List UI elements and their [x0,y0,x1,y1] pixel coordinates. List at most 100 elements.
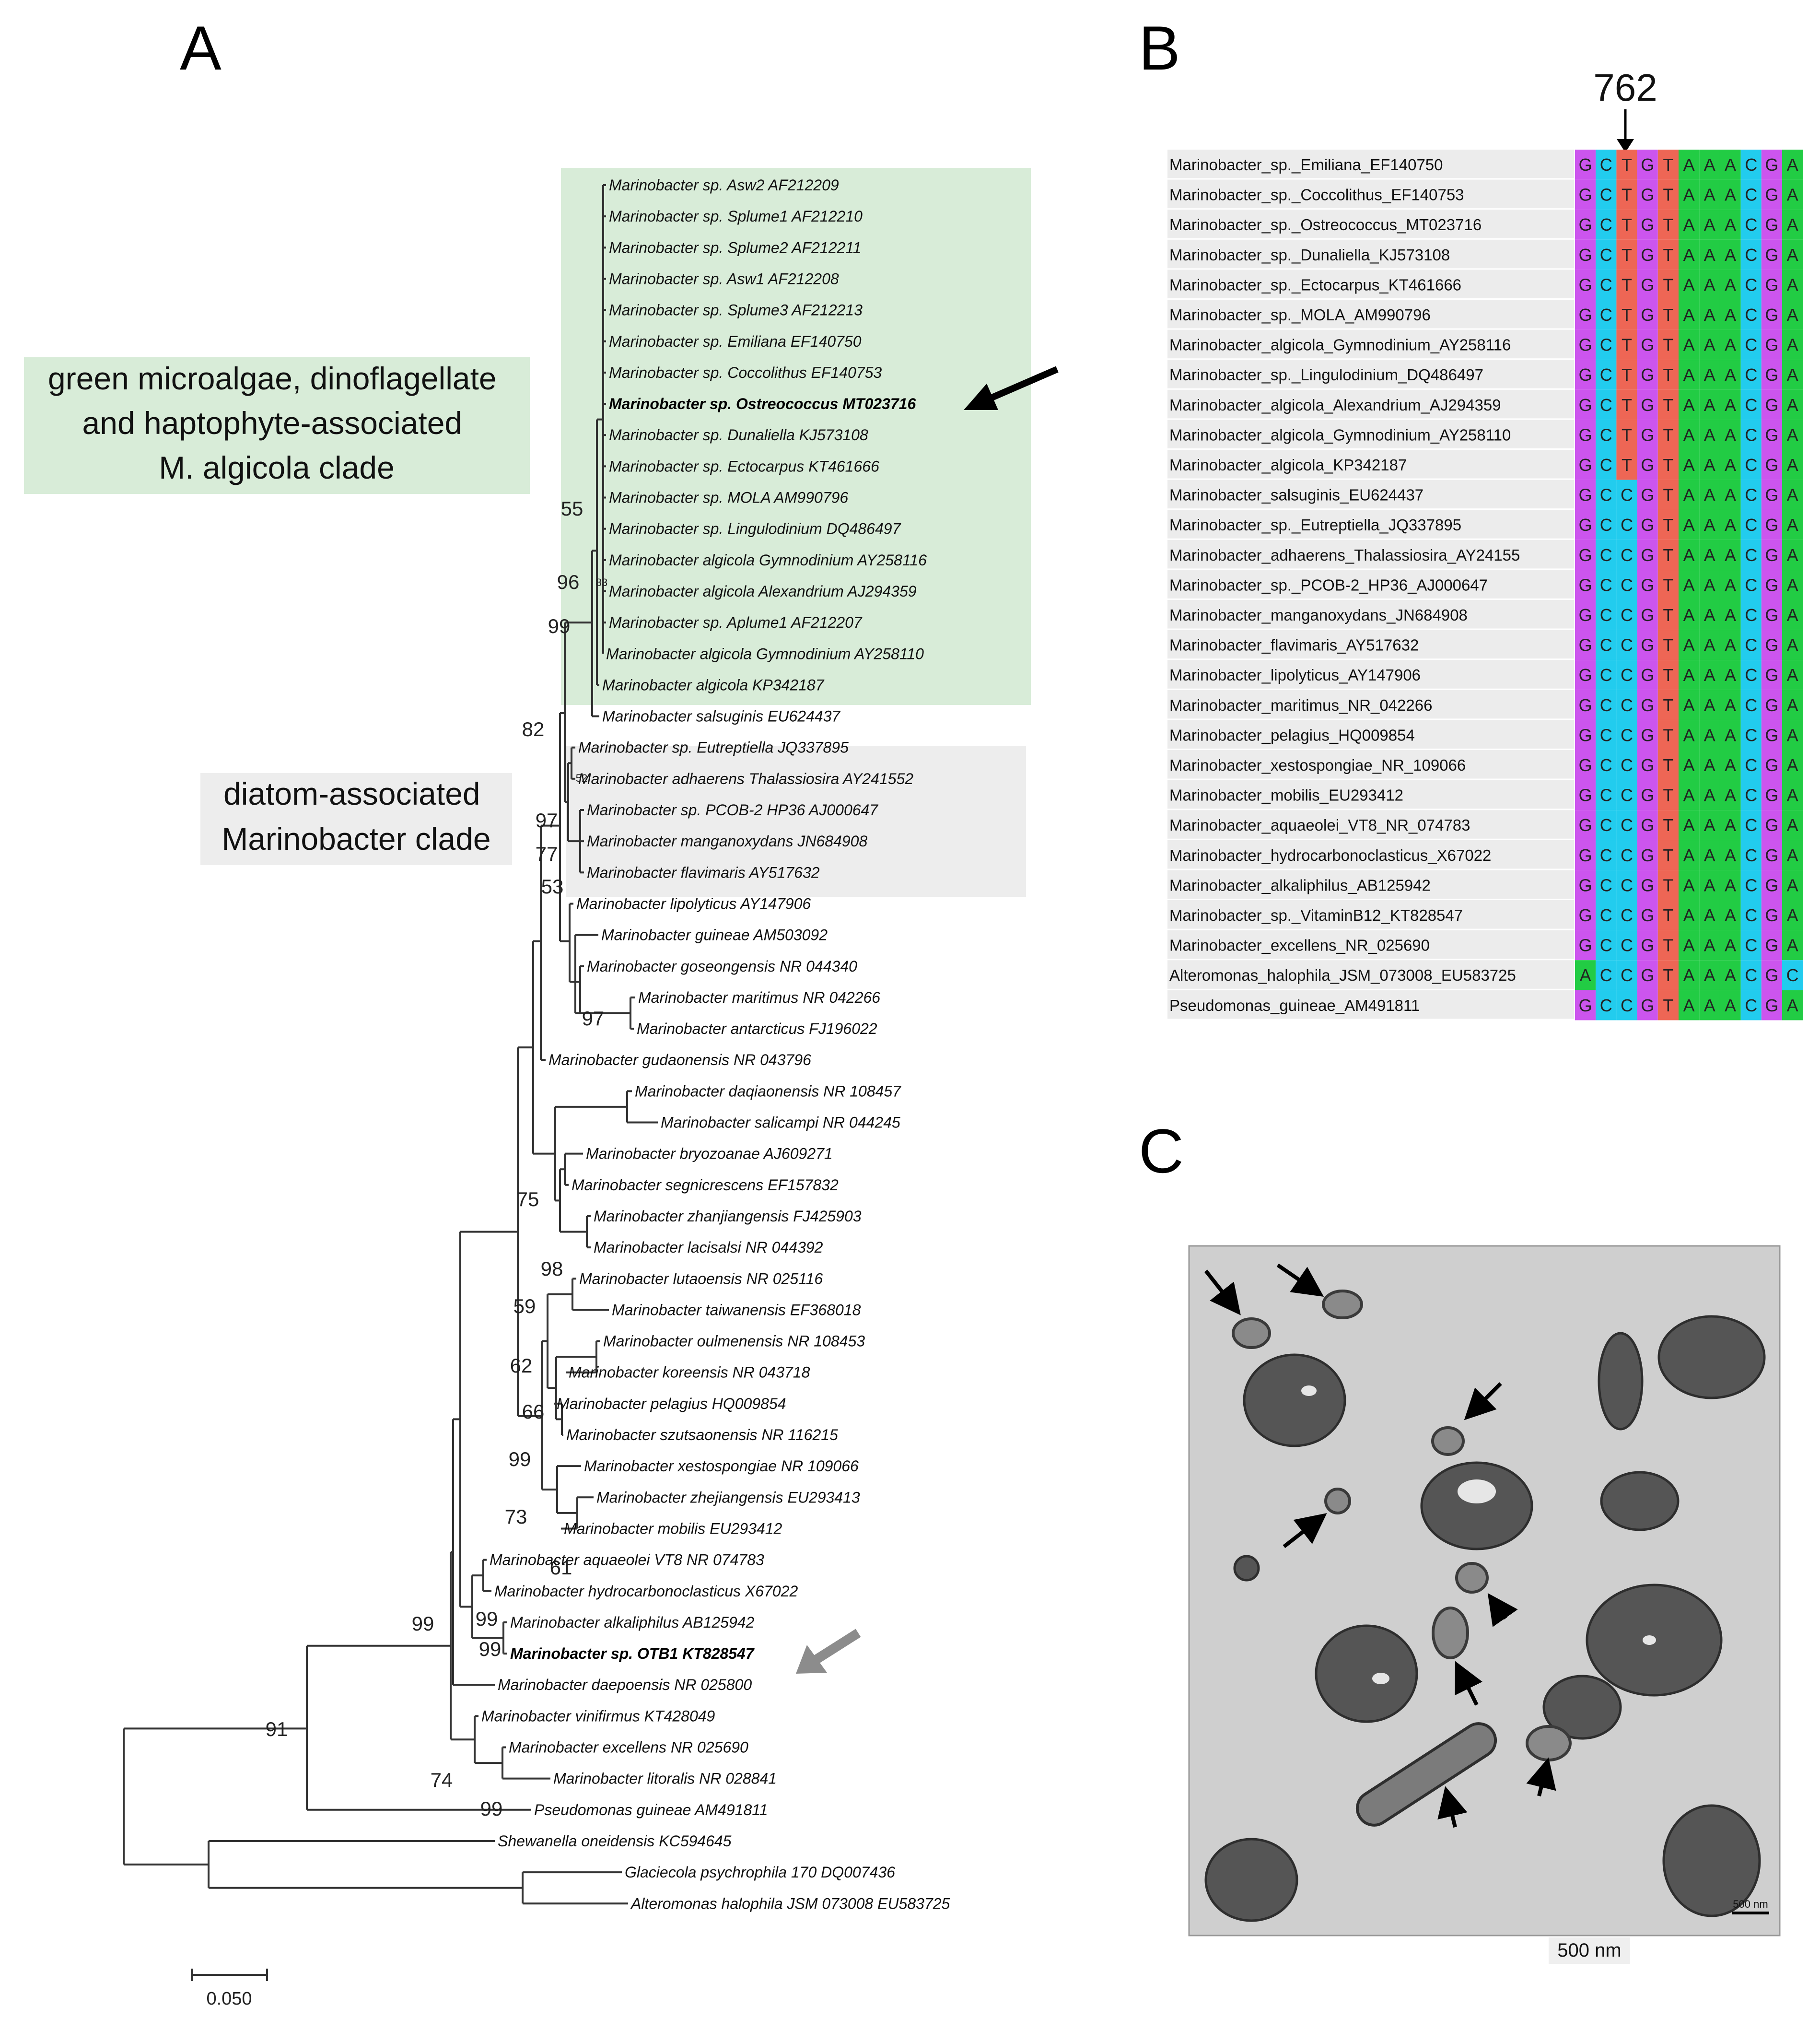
base-cell [1616,600,1637,630]
alignment-name-cell [1167,389,1574,419]
base-letter: A [1725,605,1736,625]
base-letter: G [1579,815,1592,835]
alignment-sequence-name: Marinobacter_maritimus_NR_042266 [1169,696,1432,714]
base-cell [1637,870,1658,900]
alignment-sequence-name: Marinobacter_sp._Dunaliella_KJ573108 [1169,246,1450,264]
base-letter: A [1704,815,1715,835]
base-letter: A [1787,245,1798,265]
alignment-sequence-name: Marinobacter_lipolyticus_AY147906 [1169,666,1421,684]
base-letter: G [1641,185,1654,205]
bootstrap-value: 62 [510,1354,533,1377]
base-letter: A [1787,845,1798,865]
alignment-sequence-name: Marinobacter_sp._Coccolithus_EF140753 [1169,186,1464,204]
base-cell [1720,570,1741,600]
base-cell [1782,870,1803,900]
bootstrap-value: 96 [557,571,580,593]
base-letter: C [1600,875,1612,895]
base-cell [1761,270,1782,300]
tree-leaf-label: Marinobacter guineae AM503092 [601,927,828,944]
base-cell [1596,690,1617,720]
base-cell [1575,840,1596,870]
base-letter: G [1765,996,1778,1015]
alignment-name-cell [1167,810,1574,839]
base-letter: G [1765,575,1778,595]
base-letter: A [1683,786,1695,805]
base-cell [1699,540,1720,570]
base-letter: G [1579,305,1592,325]
tree-leaf-label: Marinobacter gudaonensis NR 043796 [548,1051,811,1068]
base-letter: G [1641,695,1654,715]
alignment-name-cell [1167,750,1574,779]
base-cell [1740,720,1762,750]
base-letter: C [1600,695,1612,715]
base-cell [1679,810,1700,840]
alignment-name-cell [1167,930,1574,959]
tree-leaf-label: Marinobacter daqiaonensis NR 108457 [635,1082,901,1100]
scale-bar: 0.050 [191,1969,268,2009]
base-letter: C [1600,215,1612,235]
bootstrap-value: 91 [266,1718,288,1740]
base-cell [1637,720,1658,750]
alignment-sequence-name: Marinobacter_manganoxydans_JN684908 [1169,606,1468,624]
base-letter: A [1704,275,1715,294]
base-letter: A [1704,185,1715,205]
alignment-name-cell [1167,630,1574,659]
base-cell [1575,420,1596,450]
alignment-sequence-name: Marinobacter_hydrocarbonoclasticus_X6702… [1169,846,1491,864]
base-letter: G [1579,335,1592,355]
base-cell [1596,389,1617,420]
base-letter: G [1641,815,1654,835]
base-letter: G [1641,335,1654,355]
base-letter: G [1579,786,1592,805]
base-cell [1761,420,1782,450]
base-letter: T [1663,365,1673,385]
base-letter: T [1663,905,1673,925]
base-letter: A [1787,635,1798,655]
base-letter: G [1765,365,1778,385]
tree-leaf-label: Marinobacter segnicrescens EF157832 [572,1176,839,1194]
base-cell [1616,360,1637,390]
base-cell [1761,840,1782,870]
base-letter: T [1663,395,1673,415]
alignment-name-cell [1167,960,1574,989]
base-cell [1679,660,1700,690]
base-cell [1699,210,1720,240]
bacterial-cells [1232,1290,1572,1761]
base-letter: A [1683,605,1695,625]
base-letter: C [1600,635,1612,655]
base-letter: C [1745,215,1757,235]
base-cell [1761,360,1782,390]
base-letter: C [1600,965,1612,985]
base-cell [1782,690,1803,720]
base-letter: A [1683,365,1695,385]
bootstrap-value: 97 [582,1007,605,1030]
base-cell [1637,179,1658,210]
base-cell [1720,750,1741,780]
base-cell [1699,900,1720,930]
base-letter: A [1683,245,1695,265]
base-letter: G [1579,936,1592,955]
algicola-clade-label-box [24,357,530,494]
base-letter: A [1683,996,1695,1015]
tree-leaf-label: Marinobacter lipolyticus AY147906 [576,895,811,912]
base-cell [1575,900,1596,930]
base-letter: T [1663,305,1673,325]
base-letter: C [1621,936,1633,955]
base-letter: C [1600,755,1612,775]
base-cell [1616,389,1637,420]
alignment-name-cell [1167,840,1574,869]
base-letter: G [1579,695,1592,715]
base-cell [1782,239,1803,270]
base-cell [1616,300,1637,330]
alignment-sequence-name: Marinobacter_algicola_Gymnodinium_AY2581… [1169,426,1511,444]
diatom-clade-label: diatom-associated Marinobacter clade [222,776,490,857]
tree-leaf-label: Alteromonas halophila JSM 073008 EU58372… [630,1895,950,1912]
diatom-clade-line-2: Marinobacter clade [222,821,490,857]
base-cell [1596,660,1617,690]
bootstrap-value: 61 [550,1556,572,1579]
base-letter: A [1725,545,1736,565]
base-letter: C [1621,875,1633,895]
base-letter: T [1622,395,1632,415]
